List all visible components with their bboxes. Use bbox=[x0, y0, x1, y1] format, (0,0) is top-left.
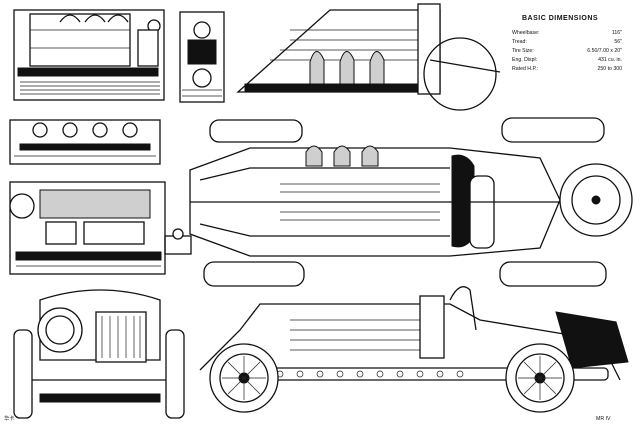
engine-gearbox-view bbox=[9, 181, 192, 275]
front-right-tire bbox=[203, 261, 305, 287]
dim-label-wheelbase: Wheelbase: bbox=[512, 30, 539, 36]
dim-label-displacement: Eng. Displ: bbox=[512, 57, 537, 63]
dim-label-tread: Tread: bbox=[512, 39, 527, 45]
plan-hood-vents bbox=[280, 183, 440, 221]
engine-top-view bbox=[9, 119, 161, 165]
dim-value-displacement: 431 cu. in. bbox=[598, 57, 622, 63]
hood-detail-view bbox=[236, 3, 501, 111]
side-hood-vents bbox=[290, 319, 420, 351]
car-side-view bbox=[199, 286, 629, 413]
front-left-tire bbox=[209, 119, 303, 143]
dim-value-tread: 56" bbox=[614, 39, 622, 45]
engine-front-view bbox=[179, 11, 225, 103]
corner-mark-right: MR IV bbox=[596, 416, 611, 422]
rear-right-tire bbox=[499, 261, 607, 287]
dim-value-wheelbase: 116" bbox=[612, 30, 622, 36]
dim-label-tire-size: Tire Size: bbox=[512, 48, 534, 54]
dimensions-title: BASIC DIMENSIONS bbox=[522, 15, 598, 22]
car-front-view bbox=[13, 289, 185, 419]
dim-value-rated-hp: 250 to 300 bbox=[597, 66, 622, 72]
corner-mark-left: 华卡 bbox=[4, 414, 14, 422]
engine-side-view bbox=[13, 9, 165, 101]
basic-dimensions-table: BASIC DIMENSIONS Wheelbase: 116" Tread: … bbox=[512, 15, 622, 72]
spokes bbox=[222, 356, 562, 400]
radiator-grille bbox=[101, 316, 141, 358]
engine-side-ribs bbox=[20, 81, 160, 95]
car-plan-view bbox=[189, 117, 633, 287]
rear-left-tire bbox=[501, 117, 605, 143]
dim-value-tire-size: 6.50/7.00 x 20" bbox=[587, 48, 622, 54]
dim-label-rated-hp: Rated H.P.: bbox=[512, 66, 538, 72]
